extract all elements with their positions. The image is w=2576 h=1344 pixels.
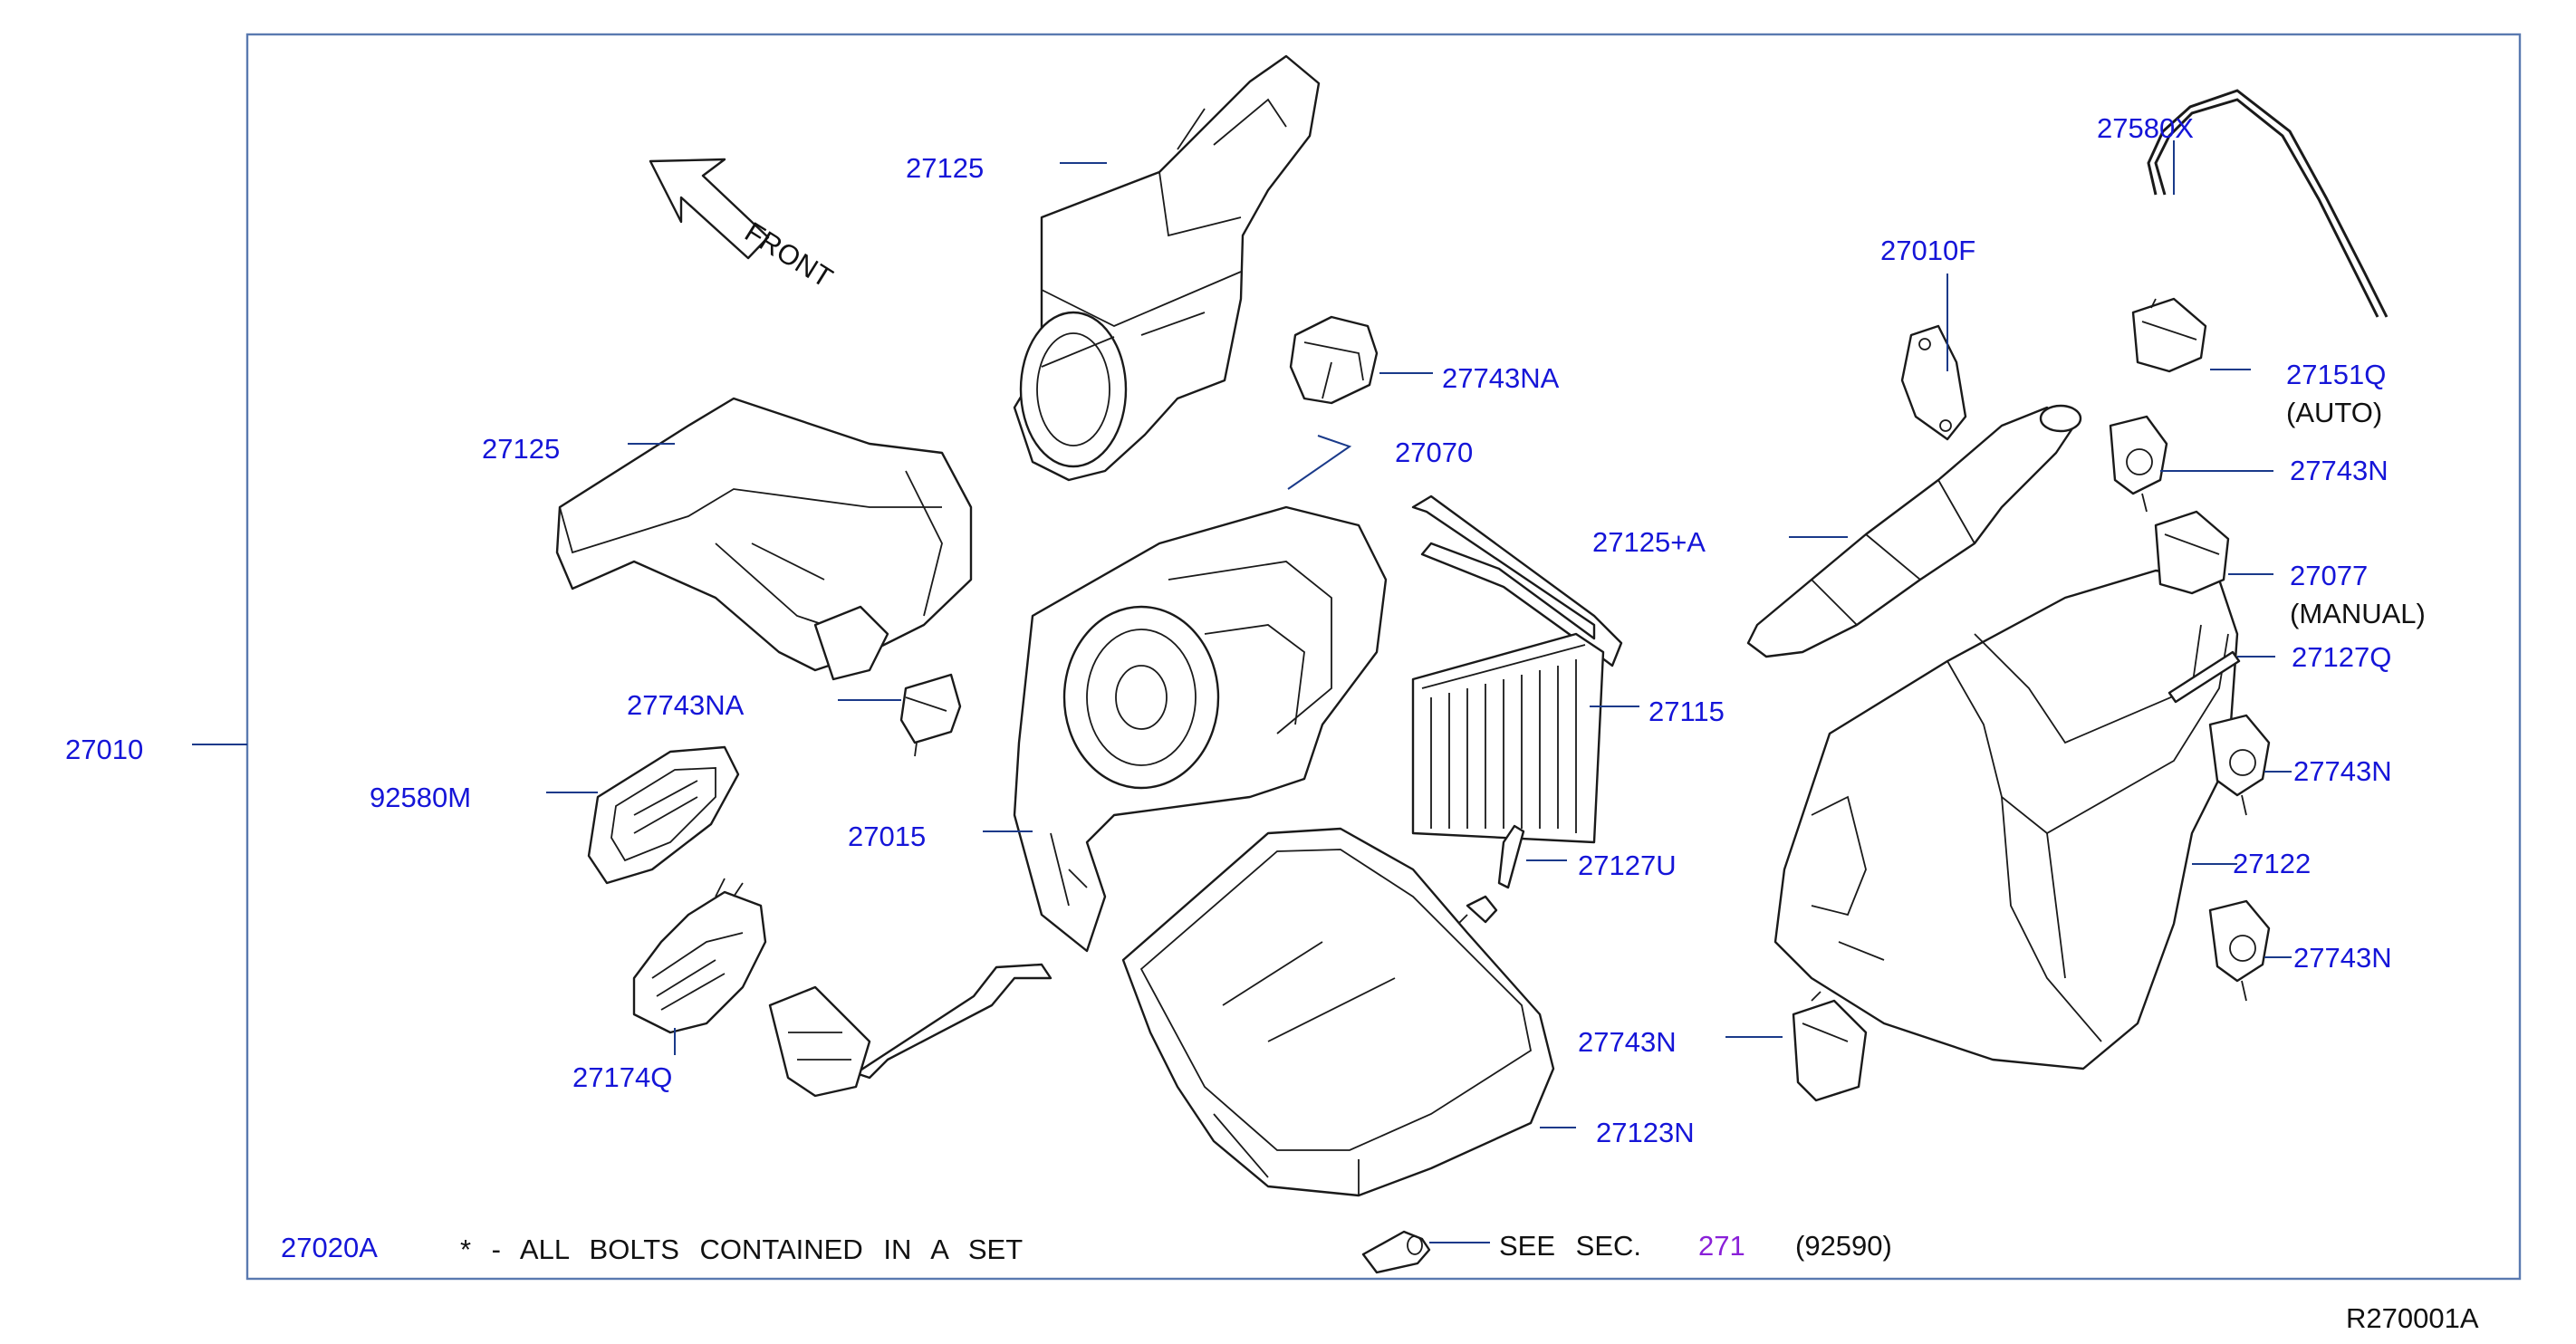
label-27125A[interactable]: 27125+A	[1592, 526, 1706, 558]
sensor-27151Q-part	[2131, 297, 2207, 373]
label-27125-top[interactable]: 27125	[906, 152, 984, 184]
label-27743N-mid[interactable]: 27743N	[1578, 1026, 1677, 1058]
label-27174Q[interactable]: 27174Q	[572, 1061, 672, 1093]
label-27580X[interactable]: 27580X	[2097, 112, 2194, 144]
duct-27125-top-part	[1013, 54, 1321, 482]
note-manual: (MANUAL)	[2290, 598, 2426, 629]
label-27010[interactable]: 27010	[65, 734, 143, 765]
duct-27125A-part	[1746, 404, 2082, 658]
label-27151Q[interactable]: 27151Q	[2286, 359, 2386, 390]
rod-27127Q-part	[2167, 650, 2241, 704]
see-section-part: (92590)	[1795, 1230, 1892, 1262]
label-27015[interactable]: 27015	[848, 821, 926, 852]
lower-case-27123N-part	[1121, 827, 1555, 1197]
label-27743NA-left[interactable]: 27743NA	[627, 689, 745, 721]
label-27077[interactable]: 27077	[2290, 560, 2368, 591]
leader-lines	[192, 140, 2292, 1243]
clip-27127U-part	[1453, 824, 1525, 929]
see-section-link[interactable]: 271	[1698, 1230, 1745, 1262]
actuator-27743N-right1-part	[2109, 415, 2168, 513]
label-27743N-right1[interactable]: 27743N	[2290, 455, 2389, 486]
set-part-number[interactable]: 27020A	[281, 1232, 378, 1263]
wire-27580X-part	[2147, 89, 2389, 318]
label-27127U[interactable]: 27127U	[1578, 850, 1677, 881]
actuator-27743N-right2-part	[2208, 714, 2271, 816]
bracket-27010F-part	[1900, 324, 1967, 441]
grommet-92580M-part	[587, 745, 740, 885]
label-27743N-right2[interactable]: 27743N	[2293, 755, 2392, 787]
label-27743NA-top[interactable]: 27743NA	[1442, 362, 1560, 394]
main-case-27122-part	[1773, 569, 2239, 1070]
drain-hose-part	[768, 963, 1053, 1098]
label-27127Q[interactable]: 27127Q	[2292, 641, 2391, 673]
actuator-27077-part	[2154, 510, 2230, 595]
label-27115[interactable]: 27115	[1648, 696, 1725, 727]
see-section-text: SEE SEC.	[1499, 1230, 1641, 1262]
label-27743N-right3[interactable]: 27743N	[2293, 942, 2392, 974]
duct-27125-left-part	[555, 397, 973, 681]
actuator-27743NA-top-part	[1289, 315, 1379, 405]
diagram-frame	[245, 33, 2522, 1281]
heater-core-27115-part	[1411, 494, 1623, 844]
label-27122[interactable]: 27122	[2233, 848, 2311, 879]
actuator-27743NA-left-part	[899, 673, 962, 757]
label-27010F[interactable]: 27010F	[1880, 235, 1975, 266]
blower-motor-27070-part	[1013, 505, 1388, 953]
note-auto: (AUTO)	[2286, 397, 2382, 428]
front-arrow-icon	[649, 158, 770, 260]
label-92580M[interactable]: 92580M	[370, 782, 471, 813]
drawing-code: R270001A	[2346, 1302, 2479, 1334]
label-27123N[interactable]: 27123N	[1596, 1117, 1695, 1148]
set-note: * - ALL BOLTS CONTAINED IN A SET	[460, 1234, 1023, 1265]
front-label: FRONT	[739, 216, 838, 293]
actuator-27743N-right3-part	[2208, 899, 2271, 1002]
label-27070[interactable]: 27070	[1395, 437, 1473, 468]
grille-27174Q-part	[632, 878, 767, 1034]
label-27125-left[interactable]: 27125	[482, 433, 560, 465]
actuator-27743N-mid-part	[1792, 991, 1868, 1102]
bolt-92590-part	[1361, 1230, 1431, 1274]
